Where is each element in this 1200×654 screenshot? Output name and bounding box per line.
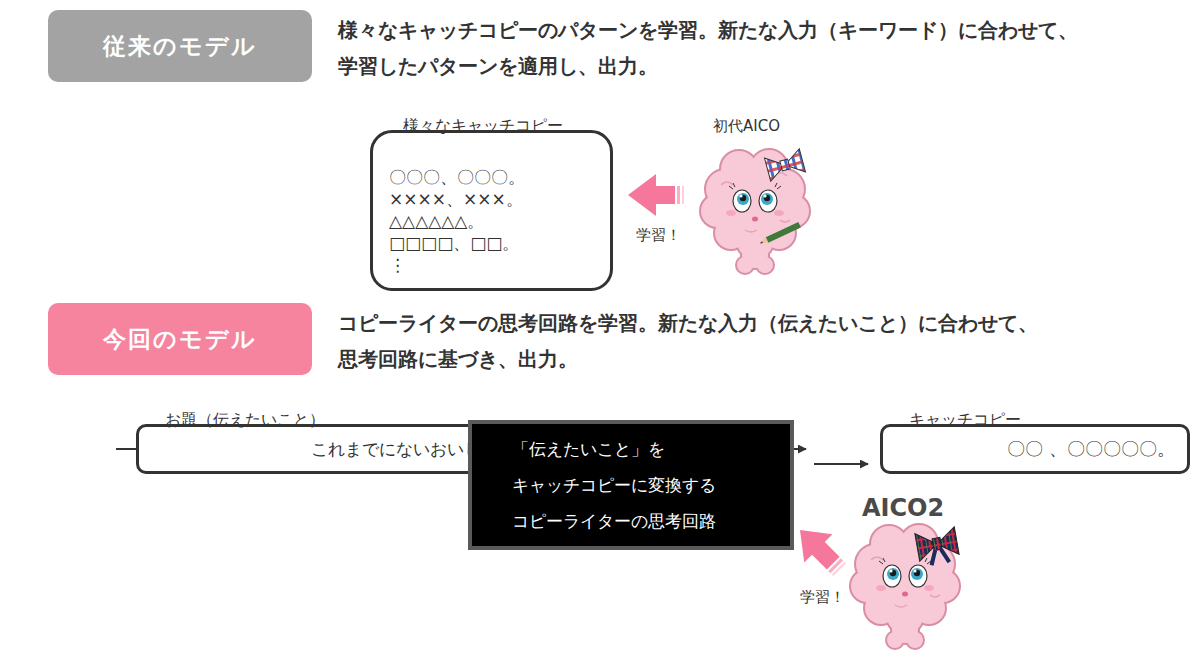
box-heading: キャッチコピー [909, 410, 1021, 431]
box-heading: お題（伝えたいこと） [165, 410, 325, 431]
model-description: コピーライターの思考回路を学習。新たな入力（伝えたいこと）に合わせて、 思考回路… [338, 305, 1178, 377]
learn-arrow [628, 174, 684, 216]
learn-label: 学習！ [636, 226, 681, 245]
box-text: △△△△△△。 [389, 210, 594, 232]
model-band: 今回のモデル [48, 303, 312, 375]
box-text: 「伝えたいこと」を キャッチコピーに変換する コピーライターの思考回路 [512, 431, 762, 539]
box-text: 今回のモデル [103, 324, 257, 355]
aico2-character [851, 525, 960, 648]
box-text: ××××、×××。 [389, 188, 594, 210]
box-text: ⋮ [389, 254, 594, 276]
aico-character [701, 149, 809, 273]
box-heading: 様々なキャッチコピー [403, 116, 608, 137]
box-text: 従来のモデル [103, 31, 257, 62]
character-logo: AICO2 [862, 494, 944, 522]
output-box: キャッチコピー〇〇 、〇〇〇〇〇。 [880, 424, 1190, 474]
box-text: □□□□、□□。 [389, 232, 594, 254]
copy-list-box: 様々なキャッチコピー〇〇〇、〇〇〇。××××、×××。△△△△△△。□□□□、□… [370, 130, 613, 291]
box-text: 〇〇〇、〇〇〇。 [389, 166, 594, 188]
input-box: お題（伝えたいこと）これまでにないおいしさ [136, 424, 513, 474]
flow-arrow [814, 463, 868, 465]
learn-label: 学習！ [800, 588, 845, 607]
box-text: 〇〇 、〇〇〇〇〇。 [1007, 437, 1175, 461]
learn-arrow [786, 516, 854, 584]
character-name: 初代AICO [713, 117, 780, 136]
model-description: 様々なキャッチコピーのパターンを学習。新たな入力（キーワード）に合わせて、 学習… [338, 12, 1178, 84]
model-band: 従来のモデル [48, 10, 312, 82]
process-box: 「伝えたいこと」を キャッチコピーに変換する コピーライターの思考回路 [468, 420, 794, 550]
